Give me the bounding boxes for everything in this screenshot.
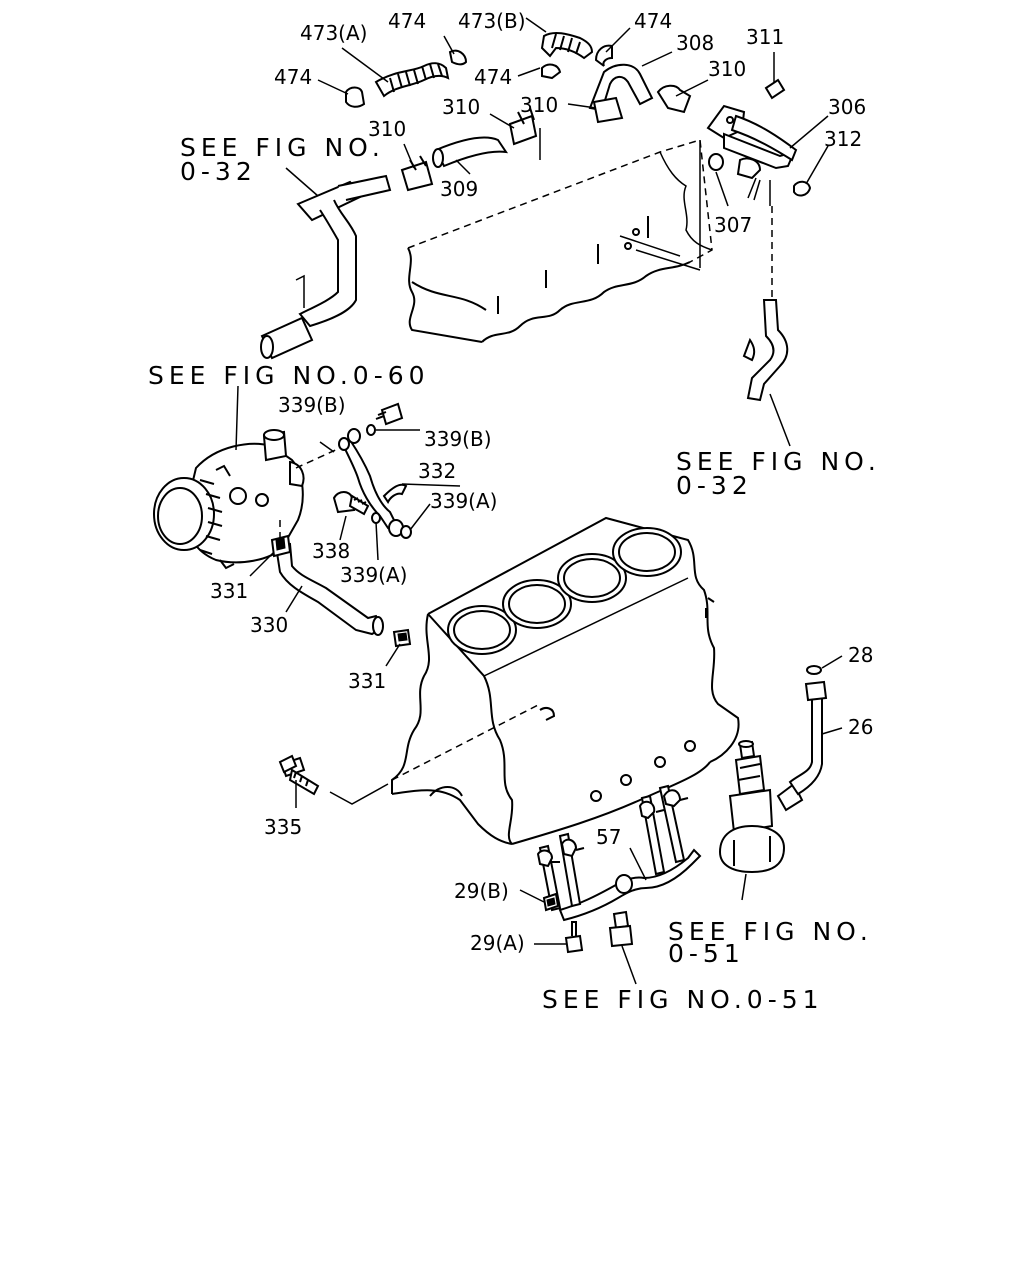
label-310-a: 310: [368, 117, 406, 141]
hoses-473-group: [345, 31, 613, 108]
label-335: 335: [264, 815, 302, 839]
label-331-bottom: 331: [348, 669, 386, 693]
label-473a: 473(A): [300, 21, 367, 45]
ref-fig-0-32-right-line2: 0-32: [676, 471, 753, 500]
label-331-top: 331: [210, 579, 248, 603]
cylinder-block: [329, 516, 740, 845]
label-310-d: 310: [708, 57, 746, 81]
label-29b: 29(B): [454, 879, 509, 903]
ref-fig-0-51-right-line1: SEE FIG NO.: [668, 917, 873, 946]
label-338: 338: [312, 539, 350, 563]
label-29a: 29(A): [470, 931, 525, 955]
coolant-pipe-right: [742, 206, 789, 402]
label-311: 311: [746, 25, 784, 49]
label-339a-right: 339(A): [430, 489, 497, 513]
ref-fig-0-32-top-line2: 0-32: [180, 157, 257, 186]
label-57: 57: [596, 825, 621, 849]
ref-fig-0-51-bottom: SEE FIG NO.0-51: [542, 985, 824, 1014]
hose-330-group: [270, 534, 412, 648]
label-310-c: 310: [520, 93, 558, 117]
label-332: 332: [418, 459, 456, 483]
figure-references: SEE FIG NO. 0-32 SEE FIG NO.0-60 SEE FIG…: [148, 133, 881, 1014]
label-306: 306: [828, 95, 866, 119]
ref-fig-0-60: SEE FIG NO.0-60: [148, 361, 430, 390]
label-26: 26: [848, 715, 873, 739]
hose-308-group: [588, 63, 812, 206]
label-312: 312: [824, 127, 862, 151]
label-308: 308: [676, 31, 714, 55]
label-474-mid: 474: [474, 65, 512, 89]
label-474-right: 474: [634, 9, 672, 33]
ref-fig-0-51-right-line2: 0-51: [668, 939, 745, 968]
hose-309-group: [400, 107, 538, 192]
cylinder-head: [407, 128, 713, 343]
oil-jet-pipe-57: [536, 784, 702, 954]
plug-335: [278, 754, 320, 796]
leader-lines: [235, 17, 843, 985]
label-330: 330: [250, 613, 288, 637]
label-339b-right: 339(B): [424, 427, 492, 451]
label-309: 309: [440, 177, 478, 201]
label-474-top: 474: [388, 9, 426, 33]
coolant-pipe-left: [260, 174, 392, 360]
ref-fig-0-32-top-line1: SEE FIG NO.: [180, 133, 385, 162]
label-307: 307: [714, 213, 752, 237]
oil-filter-group: [718, 665, 828, 874]
vacuum-pump-alternator: [153, 429, 341, 570]
label-474-left: 474: [274, 65, 312, 89]
label-28: 28: [848, 643, 873, 667]
oil-pipe-332: [332, 402, 412, 539]
label-339b-left: 339(B): [278, 393, 346, 417]
label-310-b: 310: [442, 95, 480, 119]
part-labels: 473(A) 474 473(B) 474 308 311 474 474 31…: [210, 9, 873, 955]
label-473b: 473(B): [458, 9, 526, 33]
ref-fig-0-32-right-line1: SEE FIG NO.: [676, 447, 881, 476]
label-339a-left: 339(A): [340, 563, 407, 587]
